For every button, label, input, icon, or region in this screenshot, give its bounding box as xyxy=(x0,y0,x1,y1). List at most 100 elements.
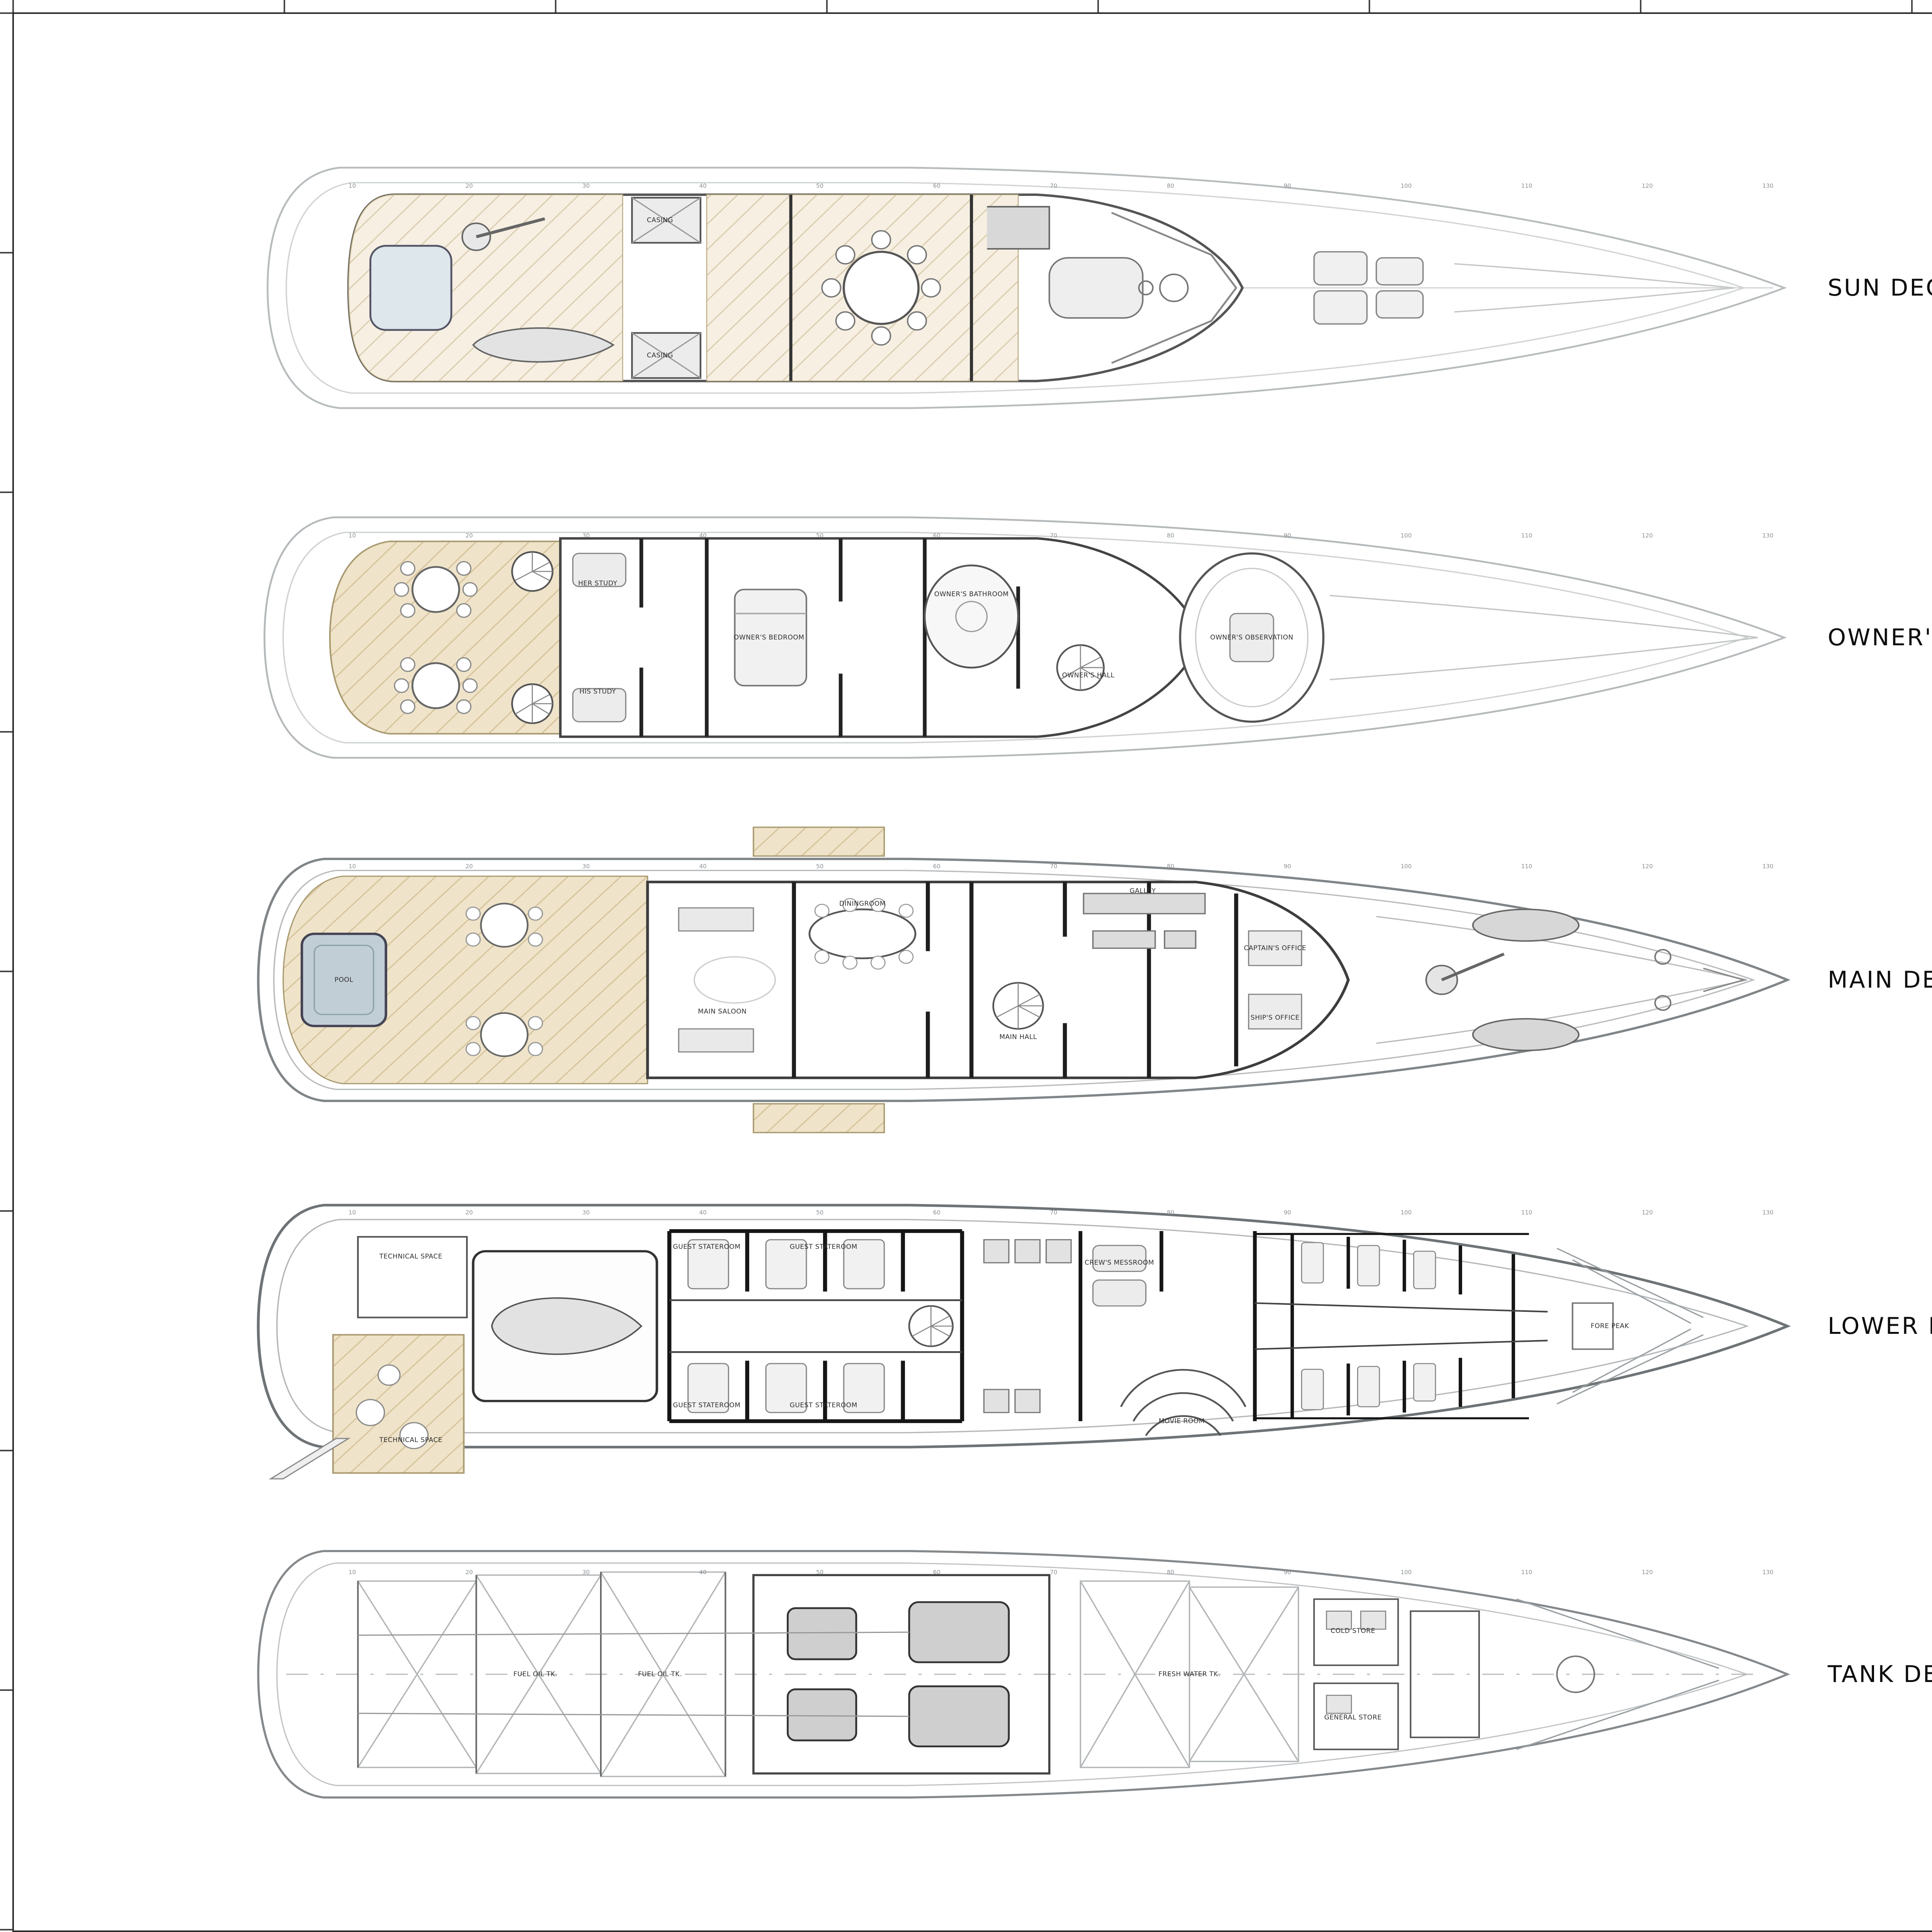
frame-number: 110 xyxy=(1521,1209,1532,1216)
frame-number: 100 xyxy=(1400,862,1412,870)
frame-number: 130 xyxy=(1762,1209,1774,1216)
frame-number: 110 xyxy=(1521,182,1532,189)
frame-number: 130 xyxy=(1762,1569,1774,1576)
main-deck-label: MAIN DECK xyxy=(1828,966,1932,993)
frame-number-scale: 10 20 30 40 50 60 70 80 90 100 110 120 130 xyxy=(349,182,1773,189)
frame-number: 60 xyxy=(933,862,940,870)
room-label: MAIN HALL xyxy=(999,1033,1037,1041)
room-label: FUEL OIL TK. xyxy=(513,1670,558,1678)
frame-number: 40 xyxy=(699,862,707,870)
frame-number: 120 xyxy=(1641,1209,1653,1216)
frame-number: 20 xyxy=(465,532,473,539)
frame-number: 40 xyxy=(699,182,707,189)
room-label: OWNER'S HALL xyxy=(1062,672,1115,679)
frame-number: 60 xyxy=(933,1569,940,1576)
frame-number: 30 xyxy=(582,862,590,870)
room-label: OWNER'S BEDROOM xyxy=(733,634,804,641)
frame-number: 110 xyxy=(1521,1569,1532,1576)
room-label: GUEST STATEROOM xyxy=(673,1243,741,1251)
room-label: HIS STUDY xyxy=(579,688,616,696)
room-label: TECHNICAL SPACE xyxy=(379,1436,442,1444)
frame-number: 20 xyxy=(465,1209,473,1216)
frame-number: 100 xyxy=(1400,182,1412,189)
frame-number: 90 xyxy=(1284,1569,1291,1576)
frame-number: 20 xyxy=(465,182,473,189)
frame-number: 100 xyxy=(1400,532,1412,539)
room-label: MAIN SALOON xyxy=(698,1008,747,1015)
frame-number: 120 xyxy=(1641,182,1653,189)
room-labels: FUEL OIL TK.FUEL OIL TK.FRESH WATER TK.C… xyxy=(240,1539,1797,1810)
room-label: CASING xyxy=(646,352,673,359)
frame-number: 90 xyxy=(1284,862,1291,870)
room-label: OWNER'S OBSERVATION xyxy=(1210,634,1294,641)
room-label: GUEST STATEROOM xyxy=(673,1401,741,1409)
frame-number: 130 xyxy=(1762,862,1774,870)
frame-number: 90 xyxy=(1284,532,1291,539)
room-labels: TECHNICAL SPACE TECHNICAL SPACE GUEST STAT… xyxy=(240,1168,1797,1485)
frame-number: 100 xyxy=(1400,1569,1412,1576)
owners-deck-label: OWNER'S DECK xyxy=(1828,624,1932,651)
main-deck-drawing xyxy=(257,827,1791,1133)
frame-number: 50 xyxy=(816,1569,824,1576)
frame-number: 80 xyxy=(1167,182,1174,189)
frame-number: 30 xyxy=(582,1209,590,1216)
lower-deck-drawing xyxy=(257,1204,1791,1480)
frame-number: 10 xyxy=(349,532,356,539)
frame-number: 50 xyxy=(816,182,824,189)
frame-number: 20 xyxy=(465,1569,473,1576)
frame-number: 110 xyxy=(1521,532,1532,539)
drawing-frame xyxy=(12,12,1932,1932)
room-label: DININGROOM xyxy=(839,900,886,908)
room-label: FRESH WATER TK. xyxy=(1158,1670,1221,1678)
frame-number: 50 xyxy=(816,532,824,539)
frame-number: 90 xyxy=(1284,1209,1291,1216)
frame-number: 120 xyxy=(1641,1569,1653,1576)
frame-number: 60 xyxy=(933,182,940,189)
room-label: OWNER'S BATHROOM xyxy=(934,590,1009,598)
border-tick-marks-left xyxy=(0,12,12,1932)
frame-number: 70 xyxy=(1050,1209,1058,1216)
frame-number: 70 xyxy=(1050,1569,1058,1576)
frame-number: 110 xyxy=(1521,862,1532,870)
frame-number: 80 xyxy=(1167,1569,1174,1576)
frame-number: 10 xyxy=(349,182,356,189)
frame-number: 10 xyxy=(349,1209,356,1216)
frame-number: 30 xyxy=(582,532,590,539)
frame-number: 40 xyxy=(699,1569,707,1576)
frame-number: 60 xyxy=(933,532,940,539)
room-label: GALLEY xyxy=(1129,887,1156,895)
room-label: POOL xyxy=(334,976,354,984)
room-label: HER STUDY xyxy=(578,580,617,587)
frame-number: 70 xyxy=(1050,862,1058,870)
frame-number: 30 xyxy=(582,182,590,189)
room-label: CAPTAIN'S OFFICE xyxy=(1244,944,1306,952)
frame-number: 100 xyxy=(1400,1209,1412,1216)
sun-deck-label: SUN DECK xyxy=(1828,274,1932,301)
room-label: CREW'S MESSROOM xyxy=(1085,1259,1154,1267)
frame-number: 80 xyxy=(1167,532,1174,539)
frame-number: 30 xyxy=(582,1569,590,1576)
room-label: GUEST STATEROOM xyxy=(789,1401,857,1409)
room-label: FORE PEAK xyxy=(1590,1322,1629,1330)
frame-number: 80 xyxy=(1167,1209,1174,1216)
frame-number: 50 xyxy=(816,862,824,870)
frame-number: 130 xyxy=(1762,532,1774,539)
lower-deck-label: LOWER DECK xyxy=(1828,1313,1932,1340)
frame-number: 130 xyxy=(1762,182,1774,189)
frame-number: 70 xyxy=(1050,182,1058,189)
room-label: CASING xyxy=(646,216,673,224)
room-label: MOVIE ROOM xyxy=(1158,1417,1205,1425)
room-labels: CASING CASING xyxy=(240,153,1797,423)
room-label: TECHNICAL SPACE xyxy=(379,1252,442,1260)
frame-number: 90 xyxy=(1284,182,1291,189)
frame-number: 60 xyxy=(933,1209,940,1216)
